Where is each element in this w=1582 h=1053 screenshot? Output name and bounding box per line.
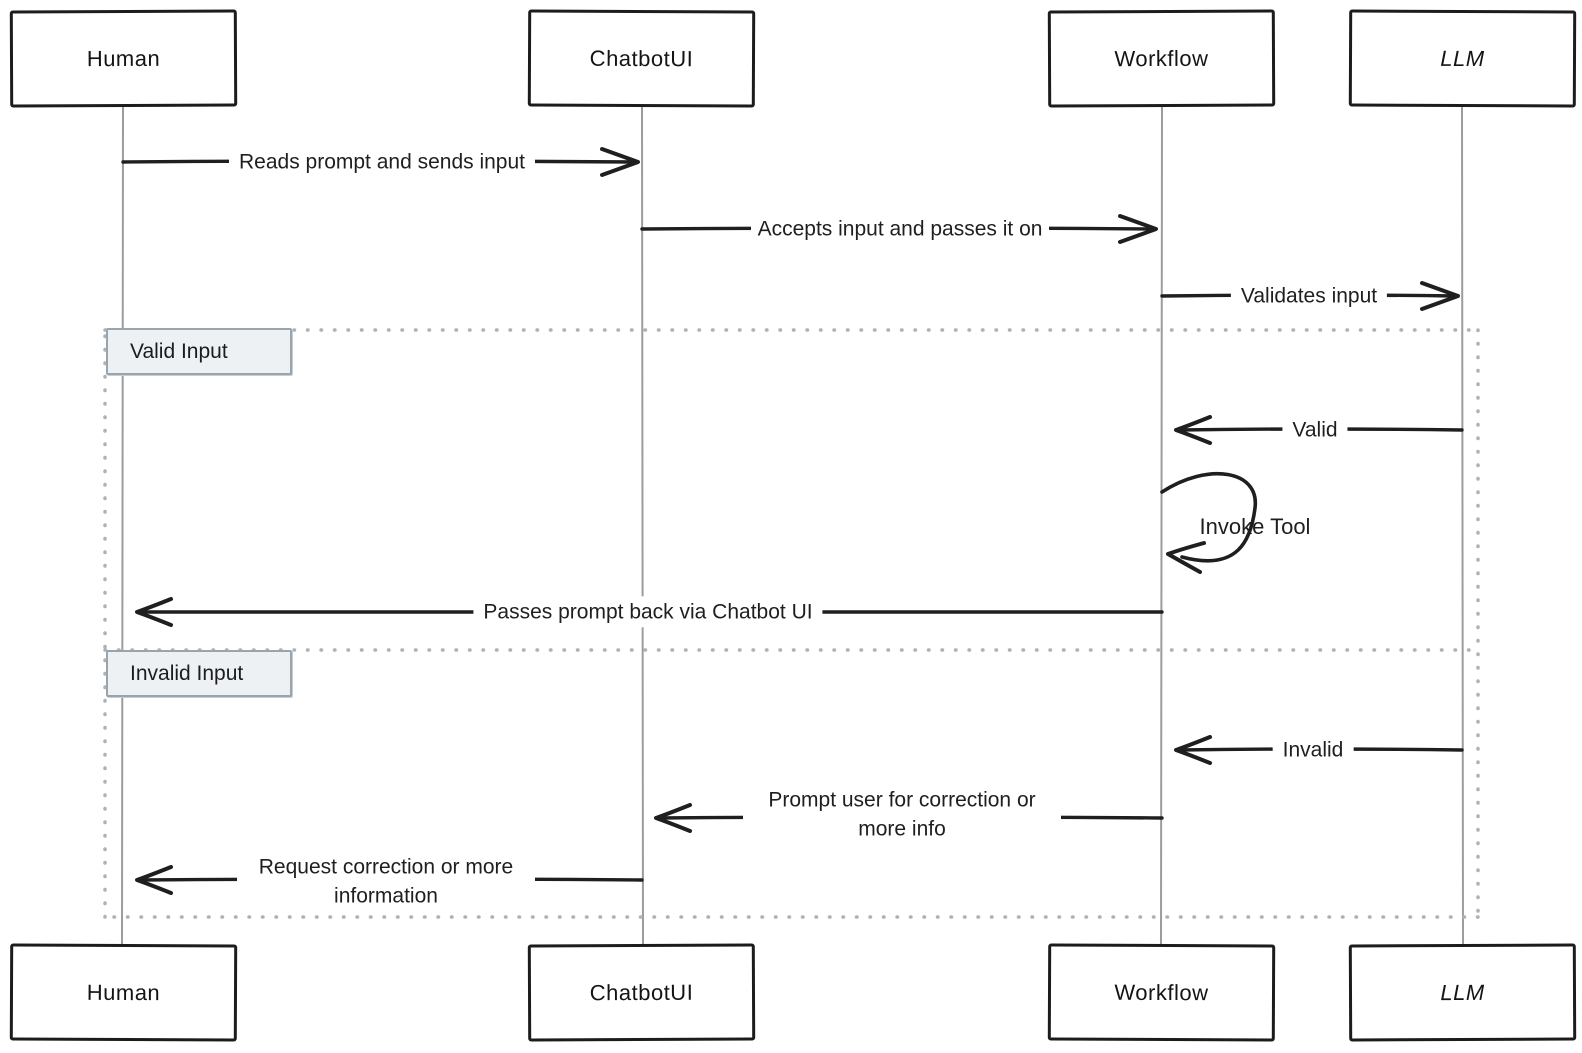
alt-label-text: Valid Input: [130, 339, 228, 363]
message-valid: Valid: [1282, 414, 1348, 446]
alt-label-valid-input: Valid Input: [106, 328, 292, 375]
message-request-correction: Request correction or more information: [237, 851, 535, 913]
lifeline-llm: [1461, 106, 1464, 945]
lifeline-human: [121, 106, 124, 945]
actor-label: ChatbotUI: [589, 45, 694, 71]
actor-workflow-top: Workflow: [1047, 9, 1276, 108]
message-accepts-input: Accepts input and passes it on: [751, 213, 1049, 245]
lifeline-chatbotui: [641, 106, 644, 945]
alt-label-text: Invalid Input: [130, 661, 244, 685]
message-passes-back: Passes prompt back via Chatbot UI: [473, 596, 823, 628]
actor-label: Human: [86, 45, 161, 71]
actor-human-bottom: Human: [9, 943, 238, 1042]
actor-llm-top: LLM: [1348, 9, 1577, 108]
alt-label-invalid-input: Invalid Input: [106, 650, 292, 697]
message-prompt-correction: Prompt user for correction or more info: [743, 784, 1061, 846]
actor-label: Workflow: [1114, 979, 1209, 1005]
actor-llm-bottom: LLM: [1348, 943, 1577, 1042]
actor-chatbotui-bottom: ChatbotUI: [527, 943, 756, 1042]
message-validates-input: Validates input: [1230, 280, 1388, 312]
message-reads-prompt: Reads prompt and sends input: [228, 146, 536, 178]
actor-chatbotui-top: ChatbotUI: [527, 9, 756, 108]
actor-label: ChatbotUI: [589, 979, 694, 1005]
alt-frame-border: [103, 328, 1480, 919]
actor-label: Human: [86, 979, 161, 1005]
arrow-invoke-tool-loop: [1160, 471, 1257, 574]
actor-human-top: Human: [9, 9, 238, 108]
actor-label: LLM: [1440, 45, 1485, 71]
actor-label: LLM: [1440, 979, 1485, 1005]
lifeline-workflow: [1160, 106, 1163, 945]
actor-label: Workflow: [1114, 45, 1209, 71]
message-invalid: Invalid: [1272, 734, 1354, 766]
message-invoke-tool: Invoke Tool: [1199, 514, 1311, 539]
actor-workflow-bottom: Workflow: [1047, 943, 1276, 1042]
